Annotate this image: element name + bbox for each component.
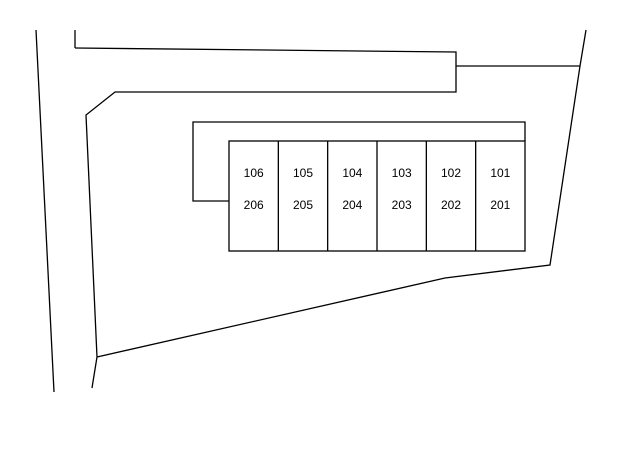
unit-label-lower: 205 — [293, 198, 313, 212]
right-site-boundary — [96, 29, 587, 358]
unit-label-lower: 206 — [244, 198, 264, 212]
unit-group: 106 206 105 205 104 204 103 203 102 202 101 201 — [244, 141, 511, 251]
building-corridor-outline — [192, 121, 526, 202]
unit-label-upper: 103 — [392, 166, 412, 180]
unit-label-lower: 201 — [490, 198, 510, 212]
unit-label-upper: 104 — [342, 166, 362, 180]
unit-label-lower: 203 — [392, 198, 412, 212]
unit-label-upper: 106 — [244, 166, 264, 180]
unit-label-lower: 202 — [441, 198, 461, 212]
upper-lot-boundary — [74, 47, 457, 389]
left-road-edge-outer — [35, 29, 55, 393]
unit-label-upper: 101 — [490, 166, 510, 180]
unit-label-upper: 102 — [441, 166, 461, 180]
unit-label-upper: 105 — [293, 166, 313, 180]
unit-label-lower: 204 — [342, 198, 362, 212]
